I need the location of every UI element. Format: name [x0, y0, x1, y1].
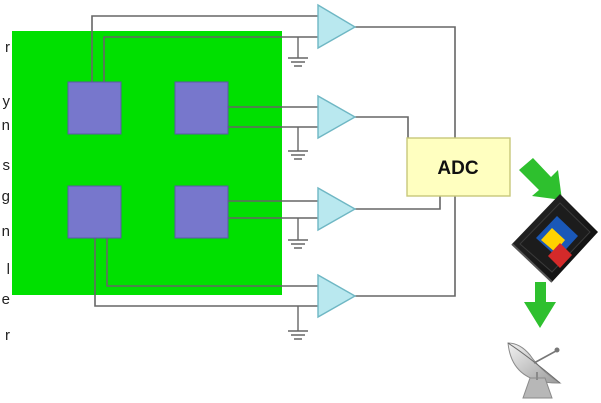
pixel-2 — [174, 81, 229, 135]
adc-box — [406, 137, 511, 197]
edge-text-8: e — [1, 291, 10, 308]
edge-text-3: n — [1, 117, 10, 134]
pixel-4 — [174, 185, 229, 239]
amplifier-2 — [317, 94, 357, 140]
pixel-3 — [67, 185, 122, 239]
amplifier-4 — [317, 273, 357, 319]
arrow-icon — [519, 158, 562, 328]
edge-text-1: r — [5, 39, 10, 56]
memory-card-icon — [511, 194, 598, 283]
edge-text-2: y — [2, 93, 11, 110]
ground-icon — [288, 37, 308, 340]
edge-text-5: g — [1, 188, 10, 205]
pixel-1 — [67, 81, 122, 135]
amplifier-1 — [317, 3, 357, 50]
pixels — [67, 81, 229, 239]
adc-label: ADC — [437, 158, 478, 179]
edge-text-9: r — [5, 327, 10, 344]
amplifiers — [317, 3, 357, 319]
amplifier-3 — [317, 186, 357, 232]
satellite-dish-icon — [507, 342, 562, 399]
edge-text-6: n — [1, 223, 10, 240]
sensor-board — [12, 31, 282, 295]
edge-text-7: l — [6, 261, 10, 278]
edge-text-4: s — [2, 157, 11, 174]
